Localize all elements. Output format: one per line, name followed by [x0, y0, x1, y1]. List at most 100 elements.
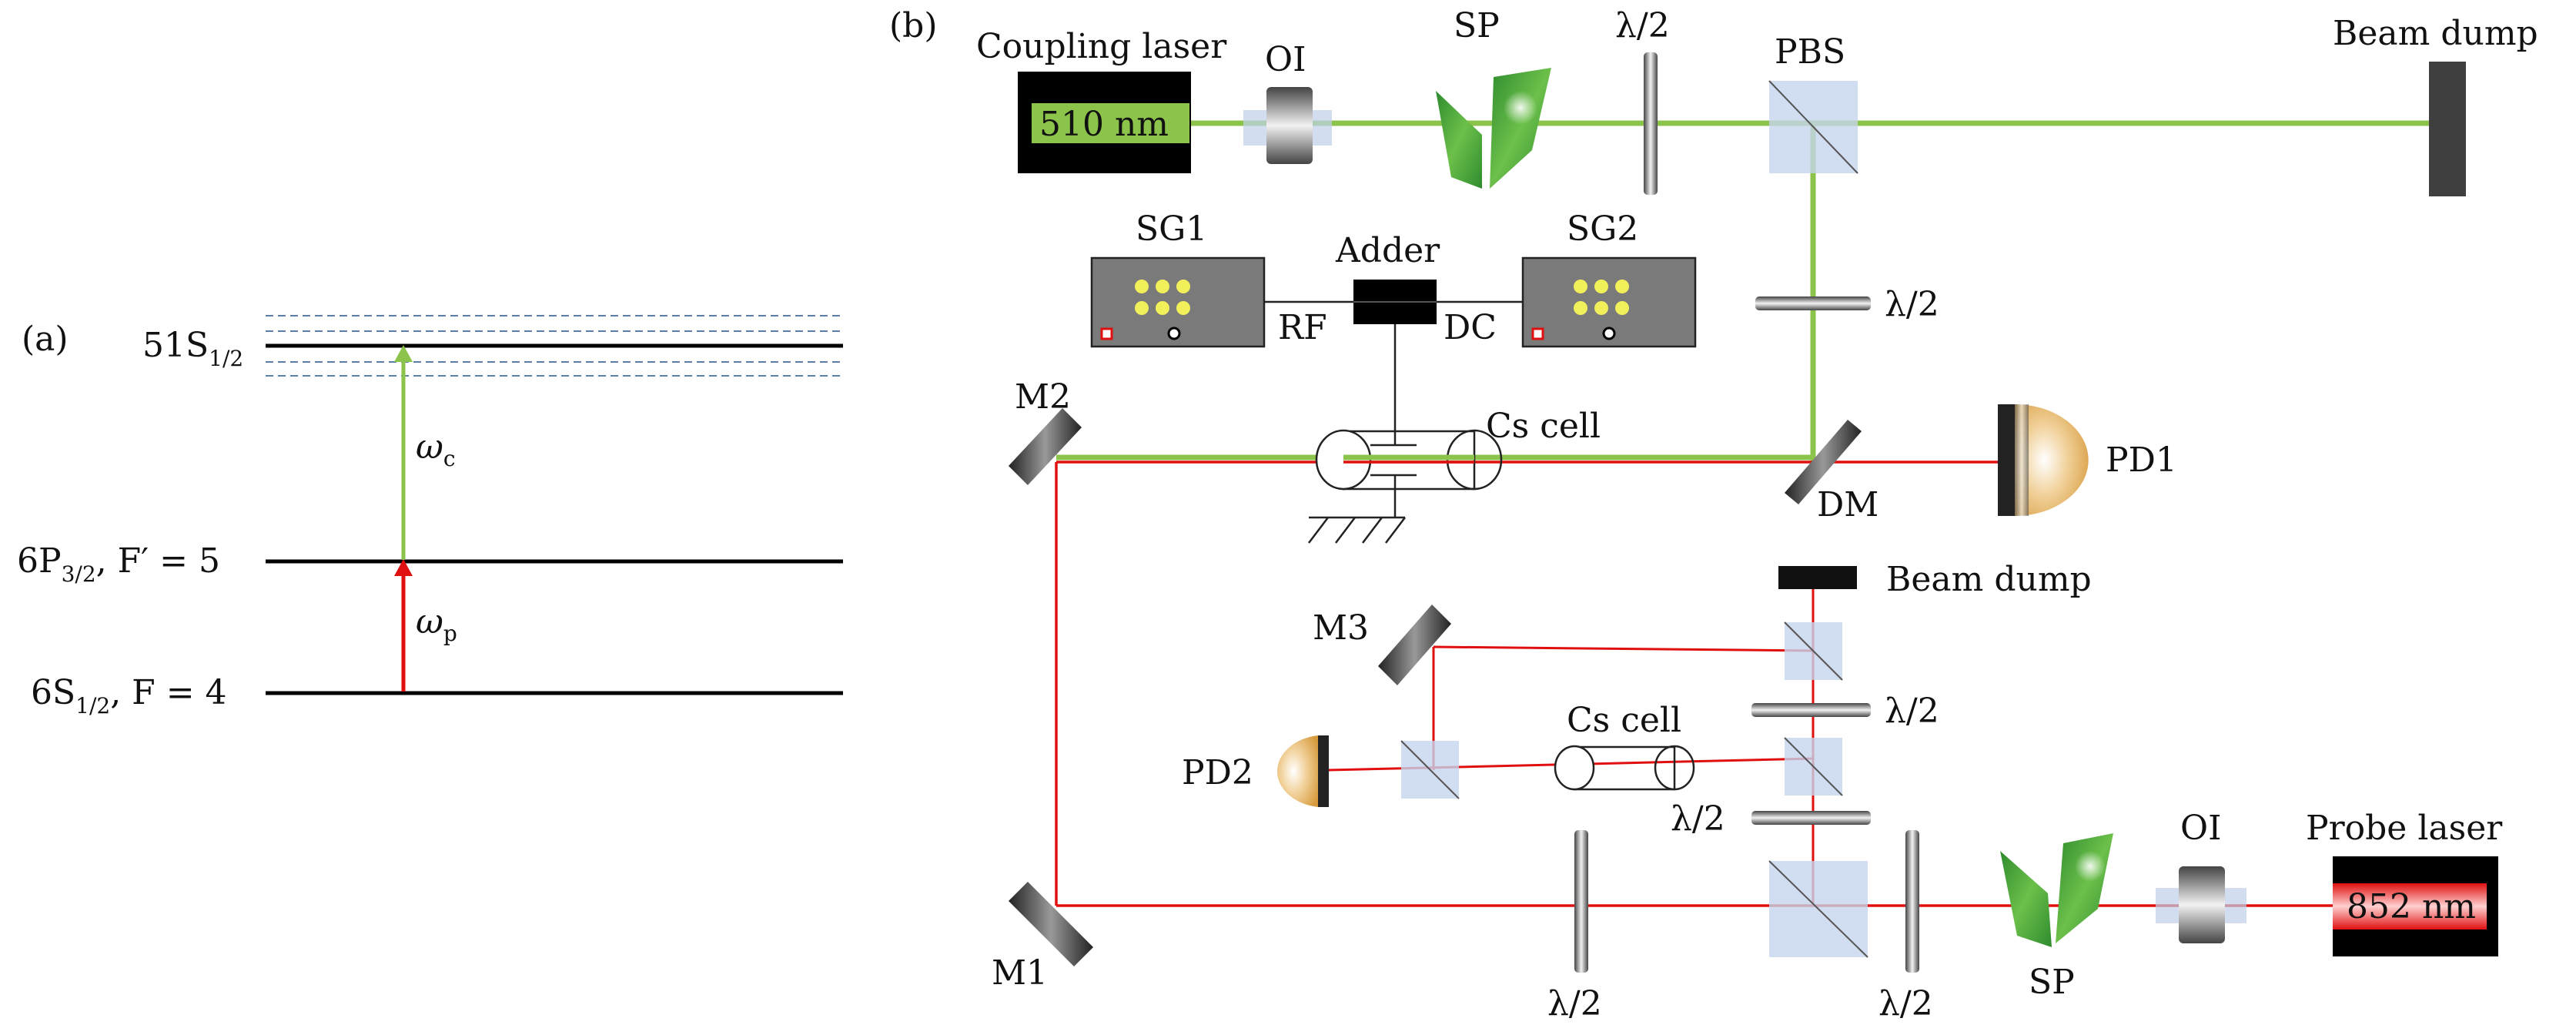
- panel-a: (a) 51S1/2 6P3/2, F′ = 5 6S1/2, F = 4 ωc…: [17, 315, 843, 718]
- probe-laser-aperture: [2333, 883, 2487, 929]
- cs-cell-main: Cs cell: [1315, 407, 1601, 491]
- ground-tick-4: [1385, 517, 1406, 544]
- prism-top-label: SP: [1454, 6, 1500, 45]
- prism-bottom-a: [2000, 851, 2052, 947]
- prism-bottom-b: [2056, 833, 2113, 943]
- sg1-dot: [1176, 280, 1190, 293]
- isolator-bottom: OI: [2156, 809, 2246, 943]
- label-ground: 6S1/2, F = 4: [31, 673, 227, 718]
- label-omega-p: ωp: [416, 602, 457, 646]
- probe-laser: Probe laser 852 nm: [2306, 809, 2503, 956]
- m2-body: [1009, 408, 1082, 485]
- isolator-top-body: [1266, 87, 1313, 164]
- pd1-dome: [2015, 404, 2089, 516]
- beam-splitter-pd2-diagonal: [1400, 740, 1460, 799]
- isolator-bottom-body: [2179, 866, 2225, 943]
- sg1-red-port-icon: [1100, 327, 1113, 340]
- sg1-output-port-icon: [1167, 327, 1181, 340]
- prism-bottom-label: SP: [2029, 963, 2075, 1002]
- sg2-label: SG2: [1567, 209, 1638, 249]
- cs-cell-ref-label: Cs cell: [1567, 701, 1681, 740]
- prism-top-highlight: [1504, 91, 1537, 125]
- cs-cell-main-label: Cs cell: [1486, 407, 1601, 446]
- sg1-dot: [1135, 301, 1149, 315]
- prism-top-a: [1436, 91, 1482, 189]
- pd1-label: PD1: [2106, 440, 2177, 480]
- probe-beam: [1055, 461, 2340, 907]
- sg1-dot: [1176, 301, 1190, 315]
- prism-bottom-highlight: [2075, 851, 2106, 882]
- ground-tick-1: [1308, 517, 1329, 544]
- m1-label: M1: [992, 953, 1048, 993]
- hwp-top-body: [1644, 52, 1658, 195]
- panel-b: (b) Coupling laser 510 nm: [889, 6, 2538, 1023]
- ground-tick-2: [1335, 517, 1356, 544]
- adder-label: Adder: [1335, 231, 1440, 270]
- pbs-label: PBS: [1775, 32, 1845, 72]
- coupling-laser-wavelength: 510 nm: [1039, 105, 1169, 144]
- probe-laser-wavelength: 852 nm: [2347, 887, 2476, 926]
- isolator-top: OI: [1243, 40, 1332, 164]
- half-wave-plate-coupling: λ/2: [1755, 285, 1939, 324]
- sg2-red-port-icon: [1531, 327, 1544, 340]
- beam-dump-top-label: Beam dump: [2333, 14, 2538, 53]
- sg2-dot: [1574, 301, 1587, 315]
- panel-b-tag: (b): [889, 6, 938, 45]
- hwp-coupling-label: λ/2: [1885, 285, 1939, 324]
- label-excited: 6P3/2, F′ = 5: [17, 541, 220, 587]
- polarizing-beam-splitter: PBS: [1768, 32, 1858, 174]
- signal-generator-1: SG1 RF: [1090, 209, 1327, 348]
- wiring: [1263, 300, 1523, 544]
- hwp-coupling-body: [1755, 296, 1871, 310]
- photodetector-1: PD1: [1998, 404, 2177, 516]
- half-wave-plate-ref-lower: λ/2: [1671, 799, 1871, 839]
- anamorphic-prism-top: SP: [1436, 6, 1551, 189]
- hwp-bottom-right-body: [1905, 830, 1919, 973]
- pd2-mount: [1318, 735, 1329, 807]
- cs-cell-reference: Cs cell: [1554, 701, 1695, 791]
- hwp-bottom-left-label: λ/2: [1547, 984, 1602, 1023]
- coupling-laser-title: Coupling laser: [976, 27, 1227, 66]
- beam-dump-top: Beam dump: [2333, 14, 2538, 196]
- label-omega-c: ωc: [416, 427, 456, 471]
- signal-generator-2: SG2 DC: [1444, 209, 1697, 348]
- dc-label: DC: [1444, 308, 1497, 347]
- mirror-m2: M2: [1009, 377, 1082, 485]
- cs-cell-ref-window-l: [1554, 745, 1595, 791]
- photodetector-2: PD2: [1182, 735, 1329, 807]
- sg1-label: SG1: [1136, 209, 1207, 249]
- sg2-dot: [1574, 280, 1587, 293]
- coupling-laser-aperture: [1032, 103, 1189, 143]
- panel-a-tag: (a): [22, 320, 69, 359]
- prism-top-b: [1490, 68, 1551, 189]
- half-wave-plate-bottom-left: λ/2: [1547, 830, 1602, 1023]
- beam-dump-mid-body: [1778, 566, 1857, 589]
- ref-beam-to-m3: [1433, 645, 1814, 652]
- hwp-ref-lower-body: [1751, 811, 1871, 825]
- m2-label: M2: [1015, 377, 1071, 417]
- probe-arrowhead: [394, 559, 413, 576]
- beam-splitter-upper-diagonal: [1784, 621, 1843, 681]
- ground-tick-3: [1362, 517, 1383, 544]
- hwp-ref-upper-body: [1751, 703, 1871, 717]
- pd2-label: PD2: [1182, 753, 1253, 792]
- beam-dump-mid-label: Beam dump: [1886, 560, 2092, 599]
- hwp-ref-upper-label: λ/2: [1885, 692, 1939, 731]
- beam-dump-top-body: [2429, 62, 2466, 196]
- m3-body: [1378, 605, 1451, 685]
- sg1-dot: [1135, 280, 1149, 293]
- beam-dump-mid: Beam dump: [1778, 560, 2092, 599]
- hwp-bottom-right-label: λ/2: [1878, 984, 1933, 1023]
- coupling-laser: Coupling laser 510 nm: [976, 27, 1227, 173]
- label-rydberg: 51S1/2: [142, 326, 243, 371]
- pbs-diagonal: [1768, 80, 1858, 174]
- beam-splitter-mid-diagonal: [1784, 737, 1843, 796]
- sg2-output-port-icon: [1602, 327, 1616, 340]
- mirror-m3: M3: [1313, 605, 1451, 685]
- probe-laser-title: Probe laser: [2306, 809, 2503, 848]
- pbs-bottom-diagonal: [1768, 860, 1868, 958]
- dichroic-mirror: DM: [1785, 420, 1878, 524]
- dm-label: DM: [1817, 485, 1878, 524]
